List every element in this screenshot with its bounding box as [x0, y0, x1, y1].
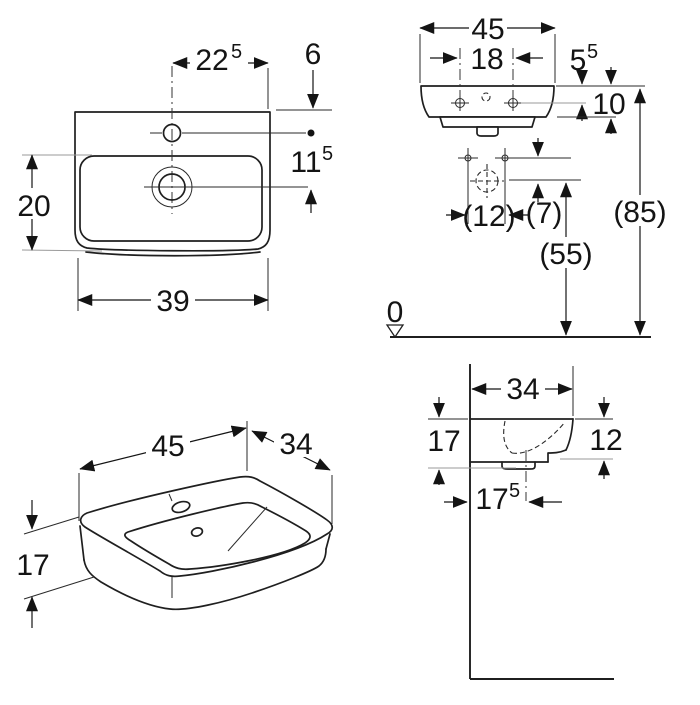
svg-text:39: 39: [156, 285, 189, 318]
front-view: 22 5 6 11 5 20 39: [15, 38, 333, 318]
svg-text:20: 20: [17, 190, 50, 223]
iso-body-left-edge: [79, 525, 85, 561]
ext-line: [23, 516, 80, 535]
svg-text:5: 5: [322, 143, 333, 165]
dim-label-iso-width: 45: [146, 429, 190, 463]
perspective-view: 45 34 17: [16, 421, 334, 628]
svg-text:34: 34: [279, 428, 312, 461]
dim-label-side-height: 17: [427, 425, 460, 458]
svg-text:45: 45: [471, 13, 504, 46]
supply-connection-left: [458, 148, 478, 168]
dim-label-drain-height: (55): [539, 237, 593, 271]
dim-label-tap-to-drain: 11 5: [290, 143, 333, 179]
fixing-hole-left: [451, 95, 469, 111]
dim-label-wall-to-trap: 17 5: [475, 480, 520, 516]
svg-text:(85): (85): [613, 196, 666, 229]
installation-view: 45 18 5 5 10 (12) (7) (55) (85) 0: [385, 13, 667, 339]
iso-rim-outer: [79, 475, 334, 578]
dim-label-rim-height: (85): [613, 195, 667, 229]
side-bowl-profile-left: [503, 420, 513, 454]
svg-text:5: 5: [587, 41, 598, 63]
basin-rear-tab: [476, 126, 499, 137]
svg-text:5: 5: [231, 41, 242, 63]
basin-inner-rim: [79, 155, 263, 242]
dim-label-back-height: 12: [589, 424, 622, 457]
basin-bottom-edge: [85, 251, 261, 257]
dim-label-iso-depth: 34: [274, 427, 318, 461]
iso-overflow-hole: [190, 527, 204, 537]
ground-zero-label: 0: [387, 296, 404, 329]
svg-text:5: 5: [509, 480, 520, 502]
fixing-hole-right: [504, 95, 522, 111]
iso-tap-hole: [171, 500, 191, 514]
side-view: 34 17 12 17 5: [427, 364, 623, 680]
svg-text:22: 22: [195, 44, 228, 77]
svg-text:(55): (55): [539, 238, 592, 271]
side-bowl-profile-right: [511, 421, 566, 454]
ext-line: [21, 249, 103, 252]
dim-label-supply-to-drain: (7): [526, 197, 563, 230]
iso-tap-center-mark: [168, 493, 173, 502]
reference-dot: [307, 129, 315, 137]
ext-line: [23, 576, 95, 600]
dim-label-rim-to-tap: 6: [305, 38, 322, 71]
iso-body-bottom: [83, 548, 327, 611]
svg-text:11: 11: [290, 146, 321, 179]
iso-bowl-crease: [227, 506, 268, 552]
dim-label-hole-spacing: 18: [470, 43, 503, 76]
side-bottom-front: [547, 449, 567, 463]
ground-level-symbol: [385, 324, 405, 339]
dim-label-tap-offset: 22 5: [190, 41, 248, 77]
iso-body-right-edge: [325, 533, 331, 550]
svg-text:45: 45: [151, 430, 184, 463]
side-front-edge: [565, 418, 574, 451]
dim-label-iso-height: 17: [16, 549, 49, 582]
dim-label-bowl-width: 39: [151, 285, 195, 318]
dim-label-side-depth: 34: [501, 373, 545, 406]
drain-connection: [470, 164, 504, 198]
iso-rim-inner: [124, 501, 311, 571]
overflow-hole: [481, 92, 491, 102]
svg-text:17: 17: [475, 483, 508, 516]
basin-rear-step: [439, 116, 536, 128]
basin-rear-body: [420, 85, 555, 118]
dim-label-edge-to-holes: 5 5: [570, 41, 598, 77]
dim-label-width: 45: [469, 13, 507, 46]
tap-hole: [162, 123, 182, 143]
dim-label-edge-to-back: 10: [592, 88, 625, 121]
dim-label-supply-spacing: (12): [462, 200, 515, 233]
svg-text:5: 5: [570, 44, 587, 77]
svg-text:34: 34: [506, 373, 539, 406]
dim-label-bowl-depth: 20: [15, 188, 53, 223]
supply-connection-right: [495, 148, 515, 168]
